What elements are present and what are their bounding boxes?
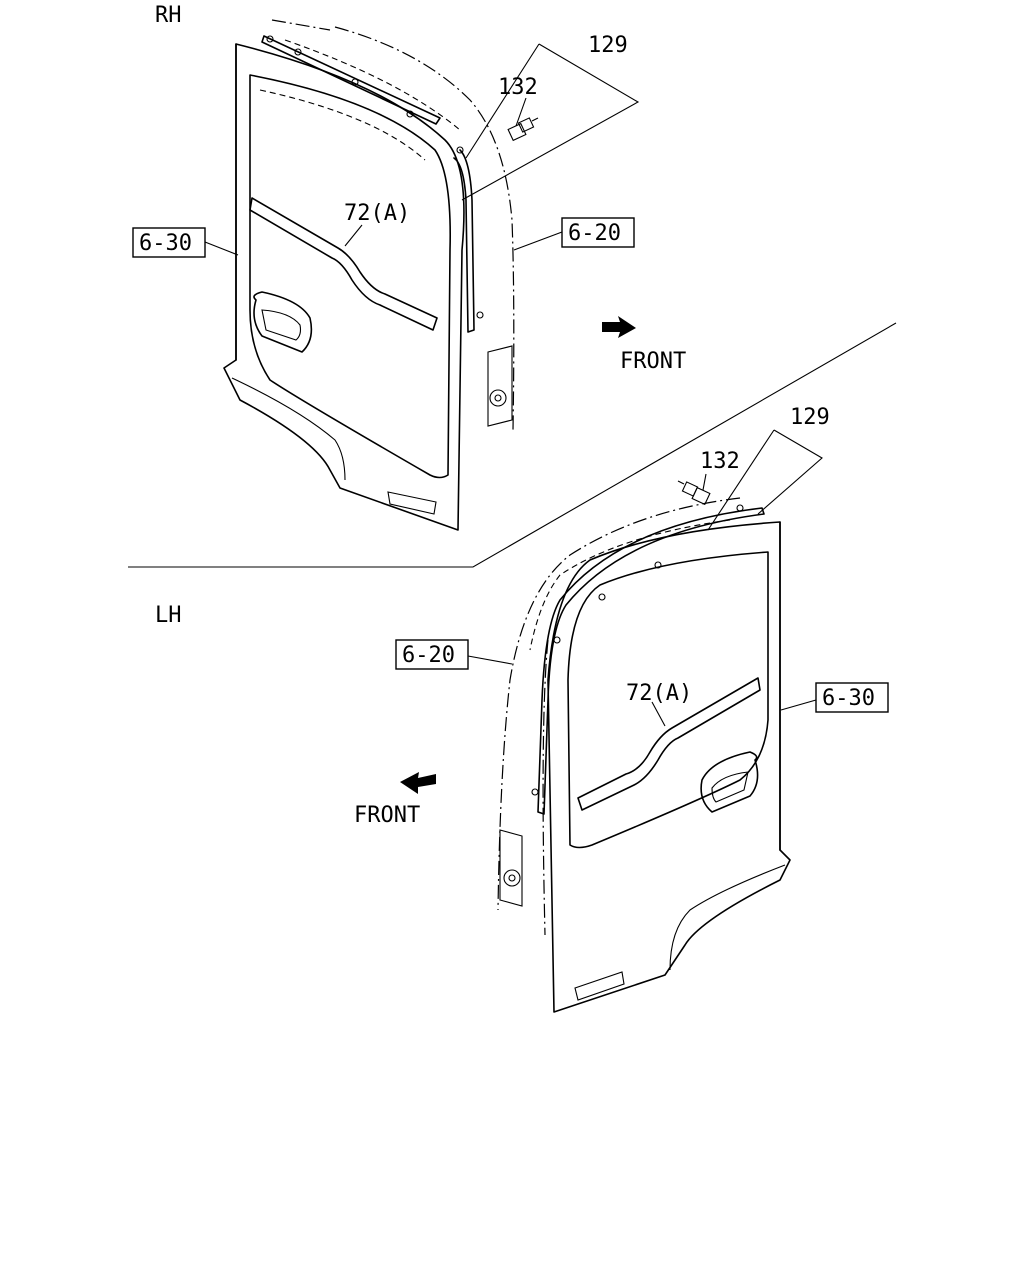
- lh-ref-box-620: [395, 639, 469, 670]
- rh-hinge: [487, 345, 513, 427]
- rh-label-129: 129: [588, 33, 628, 58]
- rh-window-frame: [249, 74, 452, 479]
- lh-part-132-clip: [677, 480, 711, 506]
- lh-weatherstrip-129: [537, 507, 765, 815]
- rh-leader-132: [515, 97, 527, 127]
- lh-leader-72a: [651, 701, 666, 727]
- rh-ref-box-630: [132, 227, 206, 258]
- lh-label-front: FRONT: [354, 803, 420, 828]
- section-label-lh: LH: [155, 603, 182, 628]
- lh-leader-630: [780, 699, 817, 711]
- rh-label-front: FRONT: [620, 349, 686, 374]
- rh-part-132-clip: [507, 117, 539, 142]
- lh-label-132: 132: [700, 449, 740, 474]
- lh-door-handle: [700, 751, 759, 813]
- rh-label-72a: 72(A): [344, 201, 410, 226]
- rh-label-132: 132: [498, 75, 538, 100]
- lh-label-129: 129: [790, 405, 830, 430]
- rh-clips: [266, 35, 484, 319]
- lh-door-assembly: [400, 429, 823, 1013]
- lh-label-72a: 72(A): [626, 681, 692, 706]
- rh-door-outer-panel: [223, 43, 465, 531]
- rh-ref-box-620: [561, 217, 635, 248]
- rh-label-630[interactable]: 6-30: [139, 231, 192, 256]
- lh-leader-620: [467, 655, 513, 665]
- section-divider: [128, 322, 897, 568]
- rh-leader-630: [204, 241, 239, 256]
- rh-weatherstrip-129: [453, 149, 475, 333]
- lh-body-opening-outline: [497, 497, 741, 911]
- rh-door-assembly: [204, 19, 640, 531]
- rh-leader-620: [513, 231, 563, 251]
- rh-front-arrow-icon: [602, 316, 636, 338]
- lh-front-arrow-icon: [400, 772, 436, 794]
- lh-door-outer-panel: [547, 521, 791, 1013]
- lh-reflector: [574, 971, 625, 1001]
- lh-window-frame: [567, 551, 769, 849]
- lh-hinge: [499, 829, 523, 907]
- rh-label-620[interactable]: 6-20: [568, 221, 621, 246]
- rh-body-opening-outline: [334, 26, 515, 431]
- lh-clips: [531, 504, 744, 796]
- rh-leader-72a: [344, 224, 363, 247]
- rh-moulding-72a: [249, 197, 438, 331]
- lh-ref-box-630: [815, 682, 889, 713]
- rh-reflector: [387, 491, 437, 515]
- lh-leader-132: [702, 473, 707, 491]
- lh-label-630[interactable]: 6-30: [822, 686, 875, 711]
- lh-label-620[interactable]: 6-20: [402, 643, 455, 668]
- lh-moulding-72a: [577, 677, 761, 811]
- rh-door-handle: [253, 291, 313, 353]
- rh-leader-129: [461, 43, 640, 201]
- lh-leader-129: [757, 429, 823, 515]
- section-label-rh: RH: [155, 3, 182, 28]
